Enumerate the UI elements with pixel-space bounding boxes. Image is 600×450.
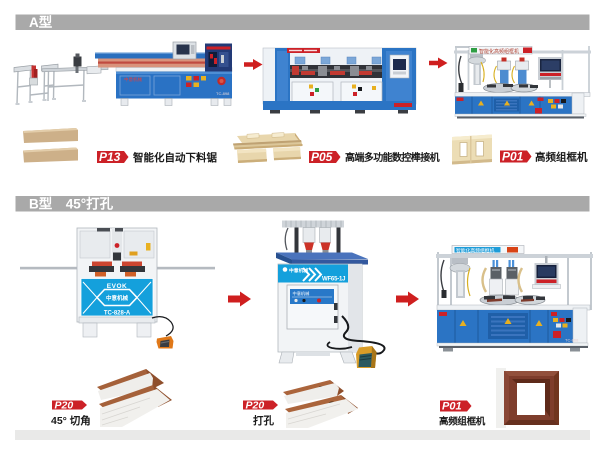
svg-text:P05: P05 xyxy=(311,150,333,164)
svg-text:TC-868: TC-868 xyxy=(565,338,579,343)
svg-text:中意机械: 中意机械 xyxy=(106,294,129,302)
svg-text:P20: P20 xyxy=(55,399,74,411)
svg-text:TC-828-A: TC-828-A xyxy=(104,311,131,317)
svg-text:高端多功能数控榫接机: 高端多功能数控榫接机 xyxy=(345,151,440,164)
svg-text:P20: P20 xyxy=(246,399,265,411)
svg-text:P13: P13 xyxy=(99,150,121,164)
svg-text:B型 45°打孔: B型 45°打孔 xyxy=(29,196,114,212)
svg-text:高频组框机: 高频组框机 xyxy=(439,416,486,428)
svg-text:智能化高频组框机: 智能化高频组框机 xyxy=(479,48,519,55)
svg-text:中意机械: 中意机械 xyxy=(289,267,308,274)
svg-text:P01: P01 xyxy=(442,401,462,413)
svg-text:中意机械: 中意机械 xyxy=(293,290,311,297)
svg-text:TC-898: TC-898 xyxy=(216,91,230,96)
svg-text:EVOK: EVOK xyxy=(107,283,127,290)
svg-text:中意机械: 中意机械 xyxy=(124,76,142,83)
svg-text:A型: A型 xyxy=(29,14,53,30)
svg-text:WF65-1J: WF65-1J xyxy=(322,277,345,283)
svg-text:智能化自动下料锯: 智能化自动下料锯 xyxy=(132,151,217,164)
svg-text:打孔: 打孔 xyxy=(253,414,274,427)
svg-text:45° 切角: 45° 切角 xyxy=(51,414,91,427)
svg-text:P01: P01 xyxy=(502,149,524,163)
svg-text:智能化高频组框机: 智能化高频组框机 xyxy=(456,247,495,254)
svg-text:高频组框机: 高频组框机 xyxy=(535,151,588,164)
